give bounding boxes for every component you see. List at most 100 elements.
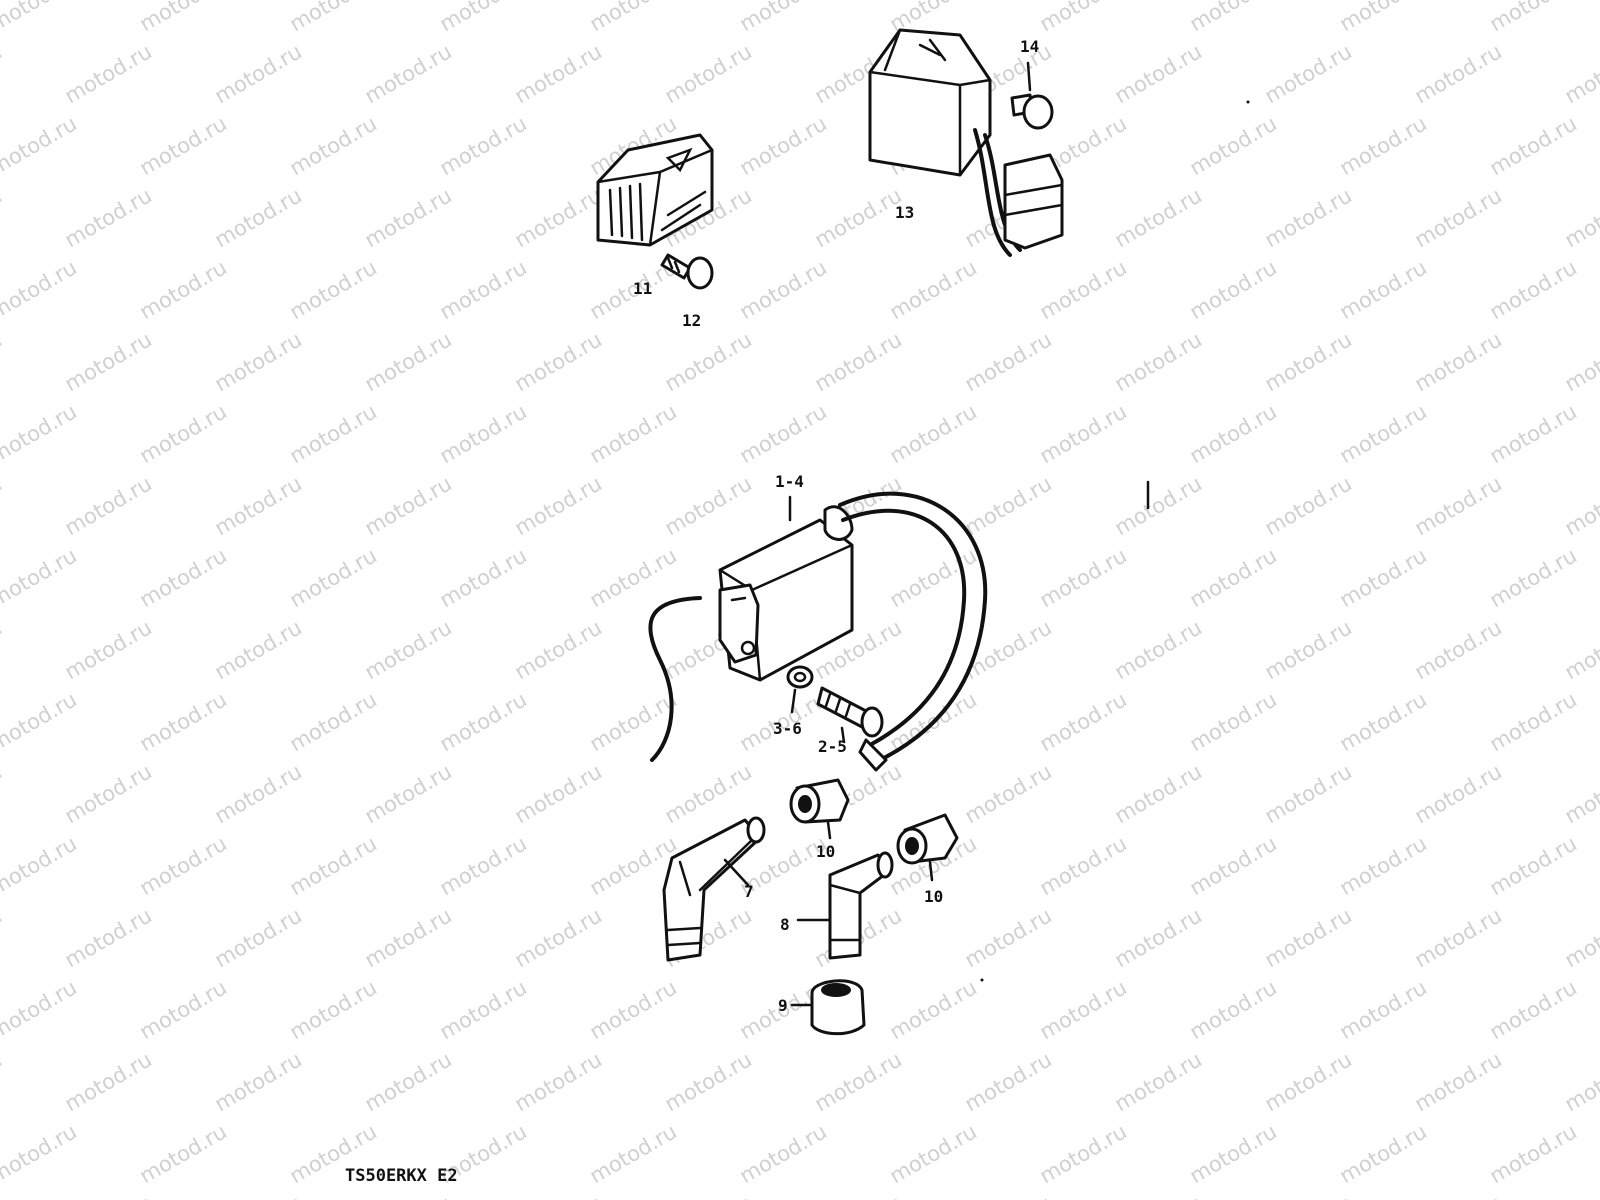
- watermark-text: motod.ru: [286, 255, 381, 324]
- watermark-text: motod.ru: [586, 975, 681, 1044]
- watermark-text: motod.ru: [0, 183, 6, 252]
- cap-part-10-right: [896, 813, 959, 882]
- watermark-text: motod.ru: [1411, 327, 1506, 396]
- watermark-text: motod.ru: [0, 399, 81, 468]
- ignition-coil-part-1-4: [648, 491, 988, 772]
- watermark-text: motod.ru: [436, 687, 531, 756]
- watermark-text: motod.ru: [661, 471, 756, 540]
- watermark-text: motod.ru: [436, 111, 531, 180]
- watermark-text: motod.ru: [1561, 327, 1600, 396]
- watermark-text: motod.ru: [1336, 111, 1431, 180]
- watermark-text: motod.ru: [286, 975, 381, 1044]
- watermark-text: motod.ru: [1261, 615, 1356, 684]
- watermark-text: motod.ru: [1186, 687, 1281, 756]
- watermark-text: motod.ru: [811, 183, 906, 252]
- callout-12: 12: [682, 311, 701, 330]
- watermark-text: motod.ru: [1336, 831, 1431, 900]
- watermark-text: motod.ru: [361, 471, 456, 540]
- watermark-text: motod.ru: [286, 687, 381, 756]
- watermark-text: motod.ru: [1561, 903, 1600, 972]
- watermark-text: motod.ru: [361, 183, 456, 252]
- washer-part-3-6: [786, 665, 814, 714]
- watermark-text: motod.ru: [1561, 471, 1600, 540]
- watermark-text: motod.ru: [211, 471, 306, 540]
- watermark-text: motod.ru: [61, 615, 156, 684]
- cdi-unit-part-13: [868, 28, 1064, 257]
- watermark-text: motod.ru: [1186, 255, 1281, 324]
- watermark-text: motod.ru: [1036, 255, 1131, 324]
- watermark-text: motod.ru: [1111, 1047, 1206, 1116]
- watermark-text: motod.ru: [361, 759, 456, 828]
- watermark-text: motod.ru: [1261, 759, 1356, 828]
- callout-9: 9: [778, 996, 788, 1015]
- watermark-text: motod.ru: [1561, 183, 1600, 252]
- watermark-text: motod.ru: [211, 183, 306, 252]
- watermark-text: motod.ru: [1111, 1191, 1206, 1200]
- watermark-text: motod.ru: [0, 975, 81, 1044]
- watermark-text: motod.ru: [736, 111, 831, 180]
- watermark-text: motod.ru: [1111, 759, 1206, 828]
- plug-cap-part-7: [662, 816, 766, 962]
- watermark-text: motod.ru: [736, 0, 831, 36]
- watermark-text: motod.ru: [586, 399, 681, 468]
- watermark-text: motod.ru: [511, 903, 606, 972]
- watermark-text: motod.ru: [1561, 1191, 1600, 1200]
- watermark-text: motod.ru: [961, 471, 1056, 540]
- watermark-text: motod.ru: [1036, 399, 1131, 468]
- watermark-text: motod.ru: [436, 399, 531, 468]
- watermark-text: motod.ru: [886, 1119, 981, 1188]
- watermark-text: motod.ru: [886, 543, 981, 612]
- watermark-text: motod.ru: [436, 831, 531, 900]
- watermark-text: motod.ru: [1186, 975, 1281, 1044]
- watermark-text: motod.ru: [1411, 615, 1506, 684]
- watermark-text: motod.ru: [1486, 975, 1581, 1044]
- watermark-text: motod.ru: [1411, 471, 1506, 540]
- watermark-text: motod.ru: [1561, 759, 1600, 828]
- screw-part-12: [660, 253, 714, 290]
- watermark-text: motod.ru: [961, 759, 1056, 828]
- watermark-text: motod.ru: [1486, 255, 1581, 324]
- watermark-text: motod.ru: [586, 543, 681, 612]
- watermark-text: motod.ru: [211, 759, 306, 828]
- callout-10-upper: 10: [816, 842, 835, 861]
- watermark-text: motod.ru: [1261, 471, 1356, 540]
- watermark-text: motod.ru: [961, 1047, 1056, 1116]
- watermark-text: motod.ru: [1336, 543, 1431, 612]
- watermark-text: motod.ru: [1036, 543, 1131, 612]
- cap-part-10-upper: [789, 778, 850, 840]
- watermark-text: motod.ru: [0, 1191, 6, 1200]
- watermark-text: motod.ru: [211, 39, 306, 108]
- watermark-text: motod.ru: [736, 399, 831, 468]
- watermark-text: motod.ru: [136, 111, 231, 180]
- cap-nut-part-9: [790, 979, 866, 1036]
- watermark-text: motod.ru: [1186, 831, 1281, 900]
- watermark-text: motod.ru: [1111, 903, 1206, 972]
- watermark-text: motod.ru: [1336, 0, 1431, 36]
- watermark-text: motod.ru: [0, 543, 81, 612]
- watermark-text: motod.ru: [1261, 903, 1356, 972]
- watermark-text: motod.ru: [136, 399, 231, 468]
- watermark-text: motod.ru: [136, 255, 231, 324]
- watermark-text: motod.ru: [136, 687, 231, 756]
- watermark-text: motod.ru: [961, 903, 1056, 972]
- watermark-text: motod.ru: [61, 39, 156, 108]
- callout-14: 14: [1020, 37, 1039, 56]
- watermark-text: motod.ru: [211, 1047, 306, 1116]
- watermark-text: motod.ru: [0, 831, 81, 900]
- watermark-text: motod.ru: [1561, 615, 1600, 684]
- callout-10-right: 10: [924, 887, 943, 906]
- watermark-text: motod.ru: [286, 543, 381, 612]
- watermark-text: motod.ru: [1111, 471, 1206, 540]
- watermark-text: motod.ru: [511, 1047, 606, 1116]
- watermark-text: motod.ru: [436, 255, 531, 324]
- watermark-text: motod.ru: [586, 1119, 681, 1188]
- watermark-text: motod.ru: [286, 111, 381, 180]
- watermark-text: motod.ru: [661, 327, 756, 396]
- watermark-text: motod.ru: [811, 1047, 906, 1116]
- watermark-text: motod.ru: [0, 687, 81, 756]
- watermark-text: motod.ru: [661, 39, 756, 108]
- watermark-text: motod.ru: [1336, 975, 1431, 1044]
- watermark-text: motod.ru: [511, 615, 606, 684]
- watermark-text: motod.ru: [211, 1191, 306, 1200]
